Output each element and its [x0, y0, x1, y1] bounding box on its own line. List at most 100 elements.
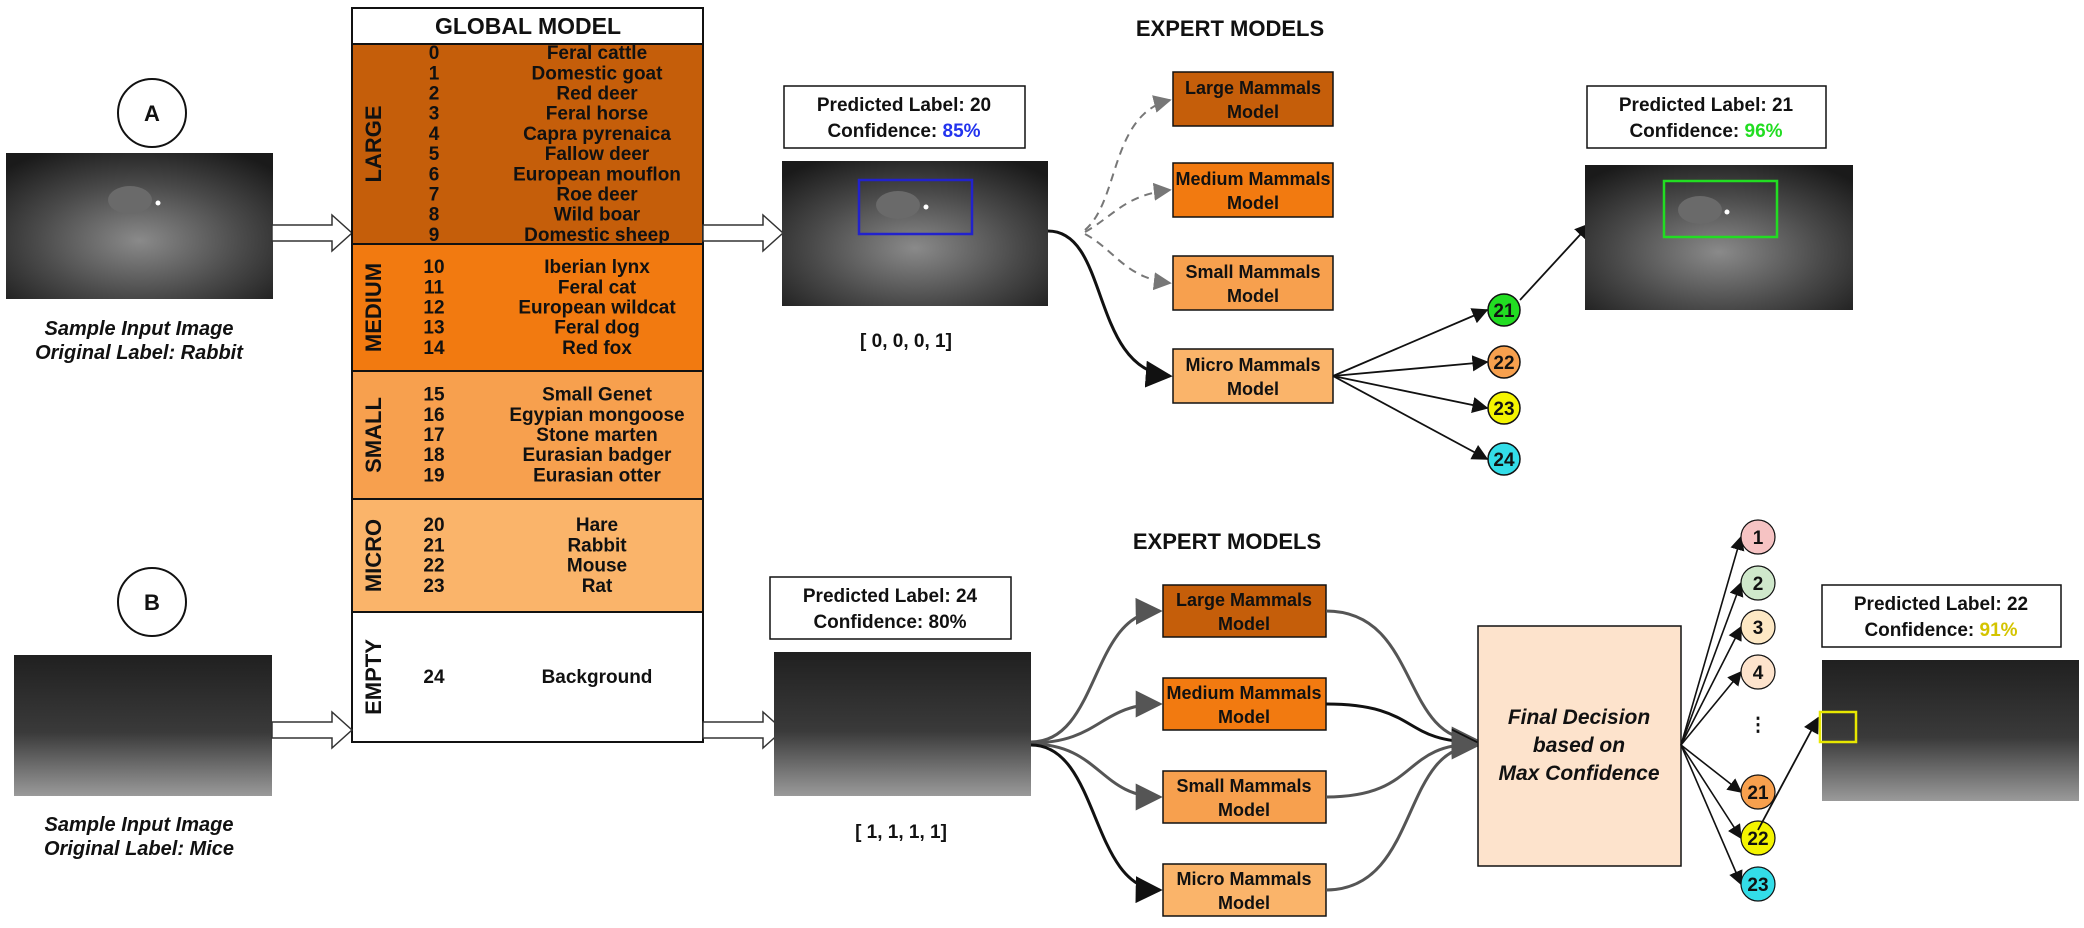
group-label: EMPTY: [361, 639, 386, 715]
output-node-b-label: 2: [1753, 574, 1764, 595]
class-id: 4: [429, 124, 440, 145]
output-node-b-label: 4: [1753, 663, 1764, 684]
output-node-b-label: 1: [1753, 528, 1764, 549]
pred-box-b: [769, 576, 1012, 640]
class-id: 15: [423, 385, 445, 406]
class-label: Small Genet: [542, 385, 652, 406]
svg-text:Small Mammals: Small Mammals: [1176, 776, 1311, 796]
bbox-b-final: [1818, 710, 1858, 744]
class-label: Mouse: [567, 556, 627, 577]
svg-text:Final Decision: Final Decision: [1508, 706, 1650, 729]
svg-text:Micro Mammals: Micro Mammals: [1185, 355, 1320, 375]
arrow-out21-to-final-a: [1519, 222, 1592, 301]
svg-text:Model: Model: [1227, 286, 1279, 306]
output-node-b-label: 23: [1747, 875, 1768, 896]
output-node-b: 21: [1680, 744, 1776, 810]
svg-text:Model: Model: [1227, 193, 1279, 213]
expert-small-b: Small Mammals Model: [1162, 770, 1327, 824]
expert-small-a: Small Mammals Model: [1172, 255, 1334, 311]
dashed-arrow-small-a: [1084, 233, 1172, 291]
output-node-b-label: 21: [1747, 783, 1769, 804]
final-pred-a-label: Predicted Label: 21: [1619, 95, 1794, 116]
output-node-b-label: 22: [1747, 829, 1768, 850]
svg-text:Model: Model: [1227, 379, 1279, 399]
class-id: 23: [423, 576, 444, 597]
class-id: 7: [429, 185, 440, 206]
class-label: Wild boar: [554, 205, 641, 226]
class-label: Domestic sheep: [524, 225, 670, 246]
hollow-arrow-a-out: [702, 213, 785, 253]
marker-a-label: A: [144, 101, 160, 126]
pred-image-b: [774, 652, 1031, 796]
arrow-to-small-b: [1030, 742, 1163, 811]
class-label: Feral horse: [546, 104, 648, 125]
svg-text:Model: Model: [1227, 102, 1279, 122]
caption-b-line2: Original Label: Mice: [44, 838, 234, 860]
output-node-a: 24: [1332, 375, 1521, 476]
group-label: LARGE: [361, 106, 386, 183]
class-label: Iberian lynx: [544, 257, 650, 278]
final-pred-box-b: [1821, 584, 2062, 648]
expert-micro-b: Micro Mammals Model: [1162, 863, 1327, 917]
class-id: 12: [423, 298, 444, 319]
output-node-b: 22: [1680, 744, 1776, 856]
output-node-a: 21: [1332, 293, 1521, 377]
class-id: 13: [423, 318, 444, 339]
pred-b-label: Predicted Label: 24: [803, 586, 978, 607]
pred-a-confidence: Confidence: 85%: [827, 121, 980, 142]
marker-b: [117, 567, 187, 637]
class-id: 0: [429, 43, 440, 64]
svg-text:Large Mammals: Large Mammals: [1176, 590, 1312, 610]
class-label: Eurasian badger: [523, 445, 672, 466]
output-node-a: 22: [1332, 345, 1521, 379]
class-id: 21: [423, 535, 445, 556]
final-pred-b-label: Predicted Label: 22: [1854, 594, 2028, 615]
class-label: Capra pyrenaica: [523, 124, 671, 145]
dashed-arrow-large-a: [1084, 95, 1172, 231]
final-image-a: [1585, 165, 1853, 310]
class-id: 14: [423, 338, 445, 359]
class-id: 2: [429, 84, 440, 105]
arrow-out22-to-final-b: [1757, 716, 1819, 831]
final-pred-b-confidence: Confidence: 91%: [1864, 620, 2017, 641]
output-node-b: 2: [1680, 565, 1776, 746]
final-pred-box-a: [1586, 85, 1827, 149]
output-node-b: 23: [1680, 744, 1776, 902]
marker-b-label: B: [144, 590, 160, 615]
class-id: 22: [423, 556, 444, 577]
class-id: 3: [429, 104, 440, 125]
class-id: 8: [429, 205, 440, 226]
class-label: Fallow deer: [545, 144, 650, 165]
arrow-to-medium-b: [1030, 690, 1163, 745]
group-label: MEDIUM: [361, 263, 386, 352]
group-label: MICRO: [361, 519, 386, 592]
arrow-to-micro-b: [1030, 743, 1163, 904]
output-ellipsis: ⋮: [1749, 715, 1768, 736]
expert-medium-b: Medium Mammals Model: [1162, 677, 1327, 731]
svg-text:Max Confidence: Max Confidence: [1498, 762, 1659, 785]
class-label: European wildcat: [518, 298, 676, 319]
arrow-to-large-b: [1030, 597, 1163, 744]
class-id: 11: [424, 277, 445, 298]
class-id: 17: [423, 425, 444, 446]
hollow-arrow-b-in: [271, 710, 354, 750]
output-node-a-label: 23: [1493, 399, 1514, 420]
output-node-b: 1: [1680, 519, 1776, 746]
class-label: Eurasian otter: [533, 465, 661, 486]
class-id: 9: [429, 225, 440, 246]
class-label: Stone marten: [536, 425, 657, 446]
svg-text:Model: Model: [1218, 614, 1270, 634]
pred-box-a: [783, 85, 1026, 149]
hollow-arrow-b-out: [702, 710, 785, 750]
expert-large-a: Large Mammals Model: [1172, 71, 1334, 127]
output-node-a: 23: [1332, 375, 1521, 425]
svg-text:based on: based on: [1533, 734, 1625, 757]
vector-a: [ 0, 0, 0, 1]: [860, 331, 952, 352]
output-node-a-label: 22: [1493, 353, 1514, 374]
svg-text:Medium Mammals: Medium Mammals: [1175, 169, 1330, 189]
